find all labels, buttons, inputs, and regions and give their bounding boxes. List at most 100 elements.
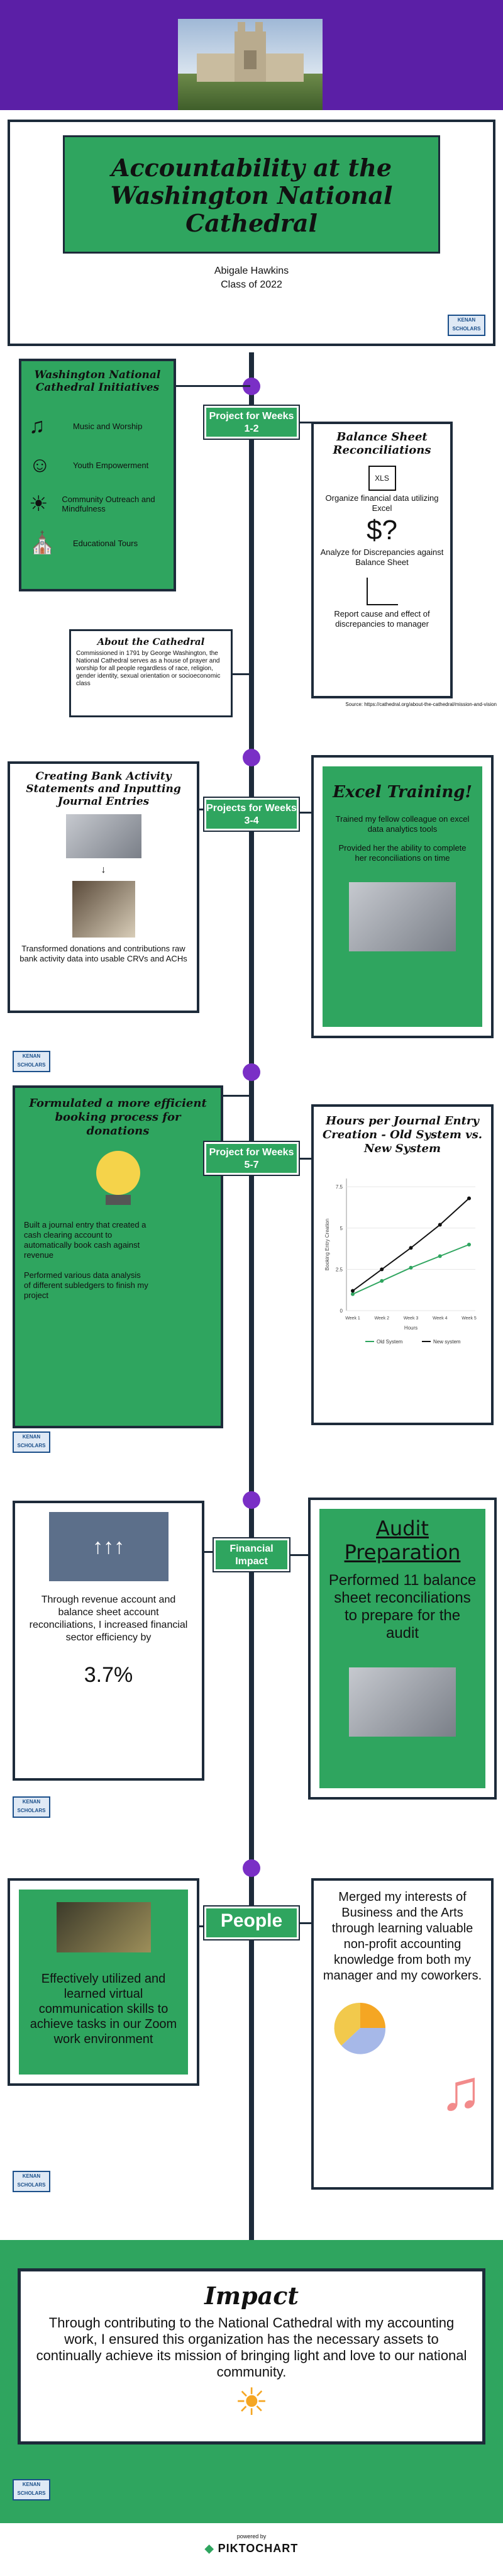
chart-title: Hours per Journal Entry Creation - Old S… xyxy=(322,1114,483,1155)
connector xyxy=(223,1095,250,1097)
pie-chart-icon xyxy=(334,2002,386,2054)
connector xyxy=(299,812,311,814)
timeline-dot xyxy=(243,1063,260,1081)
timeline-dot xyxy=(243,1859,260,1877)
down-arrow-icon: ↓ xyxy=(101,865,106,875)
church-icon: ⛪ xyxy=(29,531,56,555)
efficiency-value: 3.7% xyxy=(84,1663,133,1687)
y-tick-label: 2.5 xyxy=(336,1267,343,1272)
financial-efficiency-card: ↑↑↑ Through revenue account and balance … xyxy=(13,1501,204,1781)
title-box xyxy=(63,135,440,254)
xls-file-icon: XLS xyxy=(368,466,396,491)
data-point xyxy=(409,1246,413,1250)
list-item: ☺Youth Empowerment xyxy=(29,452,149,477)
booking-process-card: Formulated a more efficient booking proc… xyxy=(13,1085,223,1428)
about-title: About the Cathedral xyxy=(97,636,205,647)
x-tick-label: Week 3 xyxy=(404,1316,419,1321)
piktochart-link[interactable]: ◆ PIKTOCHART xyxy=(204,2542,299,2555)
coffee-photo xyxy=(56,1902,151,1952)
legend-label: Old System xyxy=(377,1339,403,1345)
initiatives-list: ♫Music and Worship ☺Youth Empowerment ☀C… xyxy=(29,406,166,563)
data-point xyxy=(409,1265,413,1270)
laptop-photo xyxy=(349,882,456,951)
page-title: Accountability at the Washington Nationa… xyxy=(110,154,393,237)
data-point xyxy=(467,1196,471,1201)
data-point xyxy=(351,1292,355,1296)
kenan-logo: KENAN SCHOLARS xyxy=(13,2171,50,2192)
up-arrows-icon: ↑↑↑ xyxy=(48,1512,169,1581)
piktochart-icon: ◆ xyxy=(204,2542,214,2555)
ledger-photo xyxy=(72,881,135,938)
author-block: Abigale Hawkins Class of 2022 xyxy=(126,264,377,292)
data-point xyxy=(438,1254,442,1258)
kenan-logo: KENAN SCHOLARS xyxy=(13,1796,50,1818)
chart-report-icon xyxy=(366,578,398,605)
business-arts-card: Merged my interests of Business and the … xyxy=(311,1878,494,2190)
connector xyxy=(289,1554,308,1556)
author-name: Abigale Hawkins xyxy=(214,266,289,276)
dollar-question-icon: $? xyxy=(367,515,397,546)
x-tick-label: Week 1 xyxy=(345,1316,360,1321)
virtual-communication-card: Effectively utilized and learned virtual… xyxy=(8,1878,199,2086)
timeline-dot xyxy=(243,749,260,766)
sun-icon: ☀ xyxy=(235,2381,268,2423)
author-class: Class of 2022 xyxy=(221,279,282,290)
data-point xyxy=(438,1223,442,1227)
kenan-logo: KENAN SCHOLARS xyxy=(13,2479,50,2500)
y-tick-label: 5 xyxy=(340,1226,343,1231)
music-note-icon: ♫ xyxy=(29,413,45,438)
timeline-dot xyxy=(243,1491,260,1509)
virtual-communication-body: Effectively utilized and learned virtual… xyxy=(30,1972,177,2046)
sunrise-icon: ☀ xyxy=(29,492,48,516)
y-tick-label: 7.5 xyxy=(336,1184,343,1190)
tag-weeks-3-4: Projects for Weeks 3-4 xyxy=(203,797,300,832)
impact-title: Impact xyxy=(204,2282,299,2310)
bank-activity-card: Creating Bank Activity Statements and In… xyxy=(8,761,199,1013)
initiatives-title: Washington National Cathedral Initiative… xyxy=(34,369,161,394)
tag-weeks-1-2: Project for Weeks 1-2 xyxy=(203,405,300,440)
list-item: ♫Music and Worship xyxy=(29,413,143,438)
data-point xyxy=(380,1267,384,1272)
list-item: ⛪Educational Tours xyxy=(29,531,138,555)
cathedral-photo xyxy=(178,19,323,110)
excel-training-card: Excel Training! Trained my fellow collea… xyxy=(311,755,494,1038)
x-tick-label: Week 4 xyxy=(433,1316,448,1321)
series-line xyxy=(352,1197,470,1292)
tag-weeks-5-7: Project for Weeks 5-7 xyxy=(203,1141,300,1176)
kenan-logo: KENAN SCHOLARS xyxy=(13,1431,50,1453)
connector xyxy=(299,422,311,423)
kenan-logo: KENAN SCHOLARS xyxy=(448,315,485,336)
booking-process-title: Formulated a more efficient booking proc… xyxy=(29,1097,207,1138)
audit-card: Audit Preparation Performed 11 balance s… xyxy=(308,1498,497,1800)
impact-card: Impact Through contributing to the Natio… xyxy=(18,2268,485,2444)
footer: powered by ◆ PIKTOCHART xyxy=(0,2523,503,2576)
bank-activity-title: Creating Bank Activity Statements and In… xyxy=(26,770,181,808)
source-note: Source: https://cathedral.org/about-the-… xyxy=(345,702,497,707)
kenan-logo: KENAN SCHOLARS xyxy=(13,1051,50,1072)
impact-body: Through contributing to the National Cat… xyxy=(36,2315,467,2380)
bank-activity-body: Transformed donations and contributions … xyxy=(19,944,187,963)
y-axis-label: Booking Entry Creation xyxy=(324,1219,330,1270)
list-item: ☀Community Outreach and Mindfulness xyxy=(29,492,155,516)
connector xyxy=(299,1922,311,1924)
x-tick-label: Week 2 xyxy=(374,1316,389,1321)
financial-efficiency-body: Through revenue account and balance shee… xyxy=(29,1594,188,1643)
legend-label: New system xyxy=(433,1339,461,1345)
timeline-line xyxy=(249,352,254,2271)
connector xyxy=(176,385,250,387)
bsr-card: Balance Sheet Reconciliations XLS Organi… xyxy=(311,422,453,698)
y-tick-label: 0 xyxy=(340,1308,343,1314)
music-note-icon: ♫ xyxy=(439,2059,483,2122)
tag-financial-impact: Financial Impact xyxy=(213,1537,290,1572)
audit-body: Performed 11 balance sheet reconciliatio… xyxy=(328,1572,477,1642)
x-tick-label: Week 5 xyxy=(462,1316,477,1321)
connector xyxy=(299,1158,311,1160)
data-point xyxy=(380,1279,384,1283)
x-axis-label: Hours xyxy=(404,1325,417,1331)
about-card: About the Cathedral Commissioned in 1791… xyxy=(69,629,233,717)
laptop-photo xyxy=(349,1667,456,1737)
business-arts-body: Merged my interests of Business and the … xyxy=(323,1890,482,1983)
initiatives-card: Washington National Cathedral Initiative… xyxy=(19,359,176,591)
bsr-title: Balance Sheet Reconciliations xyxy=(333,430,431,457)
